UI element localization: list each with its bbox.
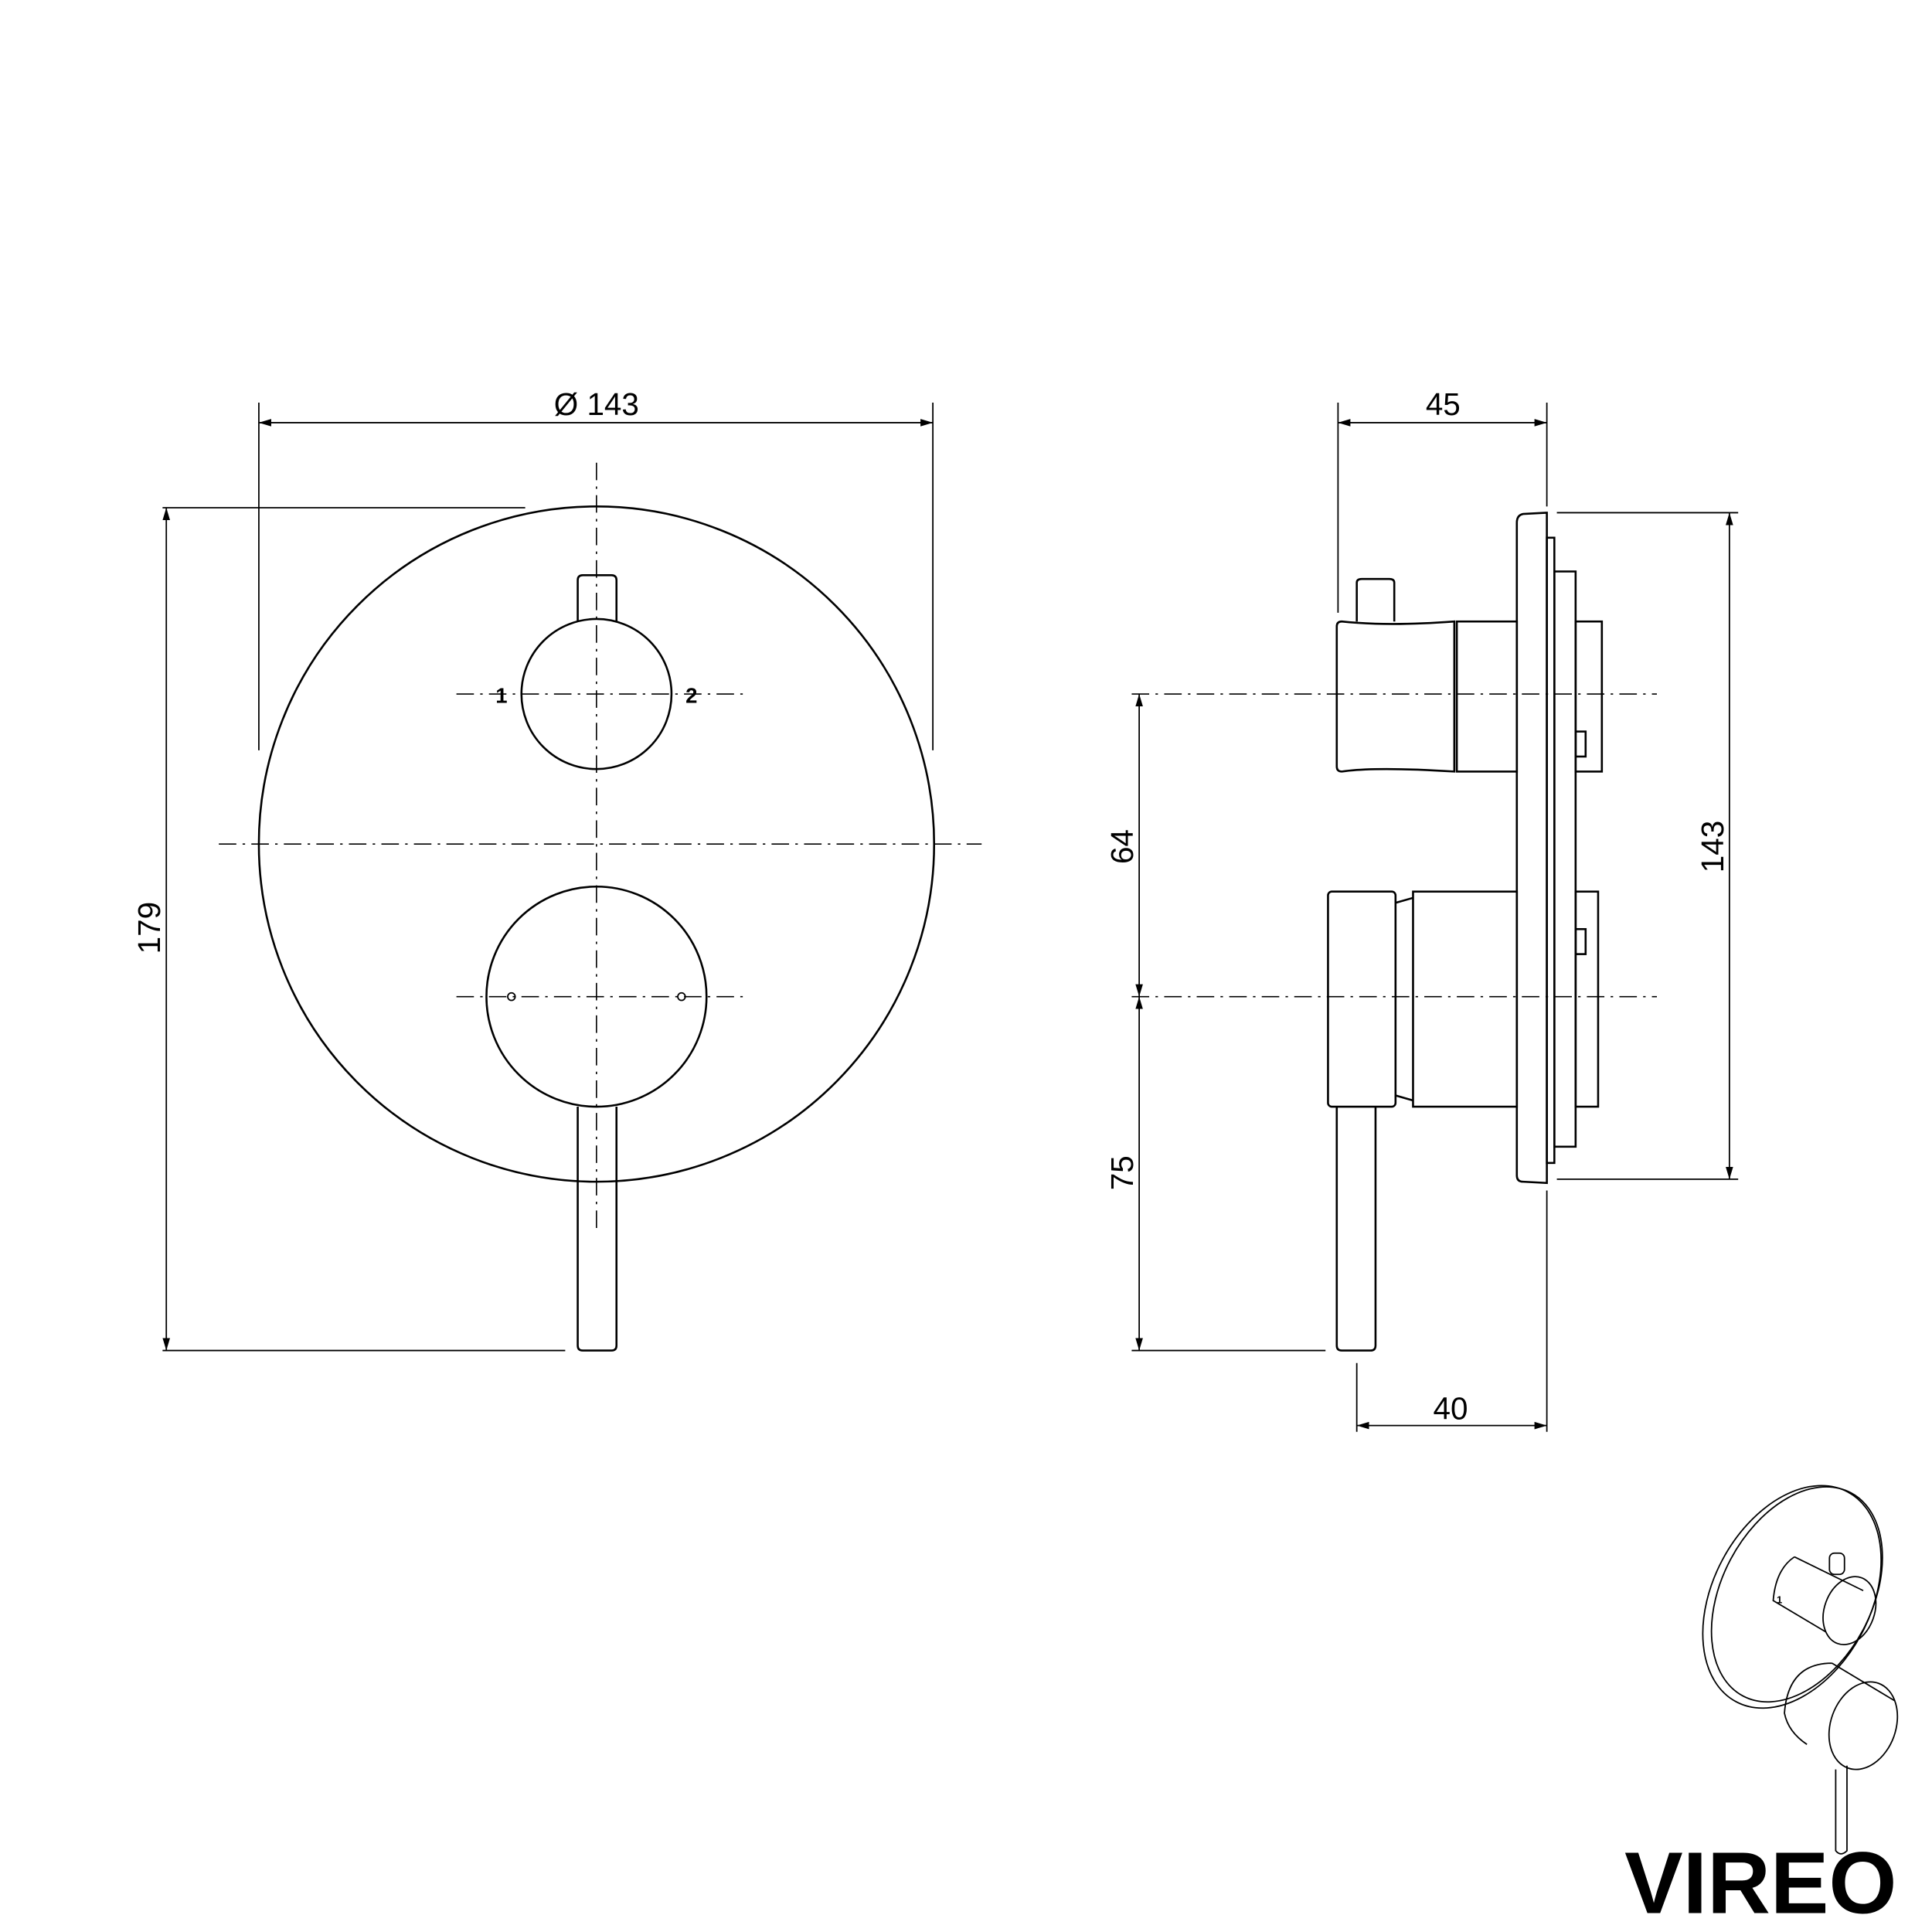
diameter-label: Ø 143 — [554, 386, 639, 422]
diverter-stem-side — [1355, 577, 1396, 622]
mixer-handle-side — [1327, 890, 1397, 1108]
mounting-frame — [1553, 570, 1577, 1148]
plate-height-label: 143 — [1695, 821, 1730, 872]
depth-label: 45 — [1426, 386, 1461, 422]
mixer-lever — [577, 1107, 618, 1352]
mixer-tab — [1574, 927, 1587, 955]
diverter-knob — [520, 617, 673, 770]
mixer-taper — [1395, 896, 1413, 1102]
iso-position-1-label: 1 — [1777, 1594, 1782, 1605]
iso-diverter-knob — [1822, 1576, 1877, 1646]
plate-gasket — [1546, 536, 1556, 1165]
cover-plate-profile — [1515, 512, 1548, 1185]
iso-mixer-body — [1784, 1662, 1895, 1746]
mixer-dot-right — [677, 992, 686, 1002]
position-2-label: 2 — [685, 683, 697, 707]
mixer-lever-side — [1335, 1107, 1377, 1352]
mixer-body — [1412, 890, 1519, 1108]
height-label: 179 — [131, 902, 167, 954]
iso-diverter-body — [1772, 1556, 1864, 1633]
mixer-knob — [485, 885, 708, 1108]
diverter-body — [1455, 620, 1519, 773]
position-1-label: 1 — [495, 683, 507, 707]
diverter-stem — [577, 574, 618, 622]
brand-logo: VIREO — [1624, 1835, 1896, 1932]
diverter-knob-side — [1335, 620, 1456, 773]
iso-mixer-knob — [1828, 1681, 1899, 1770]
iso-mixer-lever — [1835, 1765, 1848, 1855]
mixer-dot-left — [507, 992, 516, 1002]
diverter-tab — [1574, 730, 1587, 758]
axis-spacing-label: 64 — [1104, 829, 1140, 864]
front-view: 1 2 Ø 143 179 — [131, 386, 982, 1352]
mixer-cartridge — [1574, 890, 1600, 1108]
side-view: 45 143 64 75 40 — [1104, 386, 1739, 1432]
iso-plate — [1702, 1485, 1883, 1709]
isometric-view-icon: 1 — [1702, 1485, 1899, 1855]
lever-drop-label: 75 — [1104, 1155, 1140, 1190]
iso-plate-edge — [1710, 1486, 1883, 1703]
diverter-cartridge — [1574, 620, 1604, 773]
iso-diverter-stem — [1828, 1552, 1845, 1576]
lever-depth-label: 40 — [1434, 1391, 1468, 1427]
